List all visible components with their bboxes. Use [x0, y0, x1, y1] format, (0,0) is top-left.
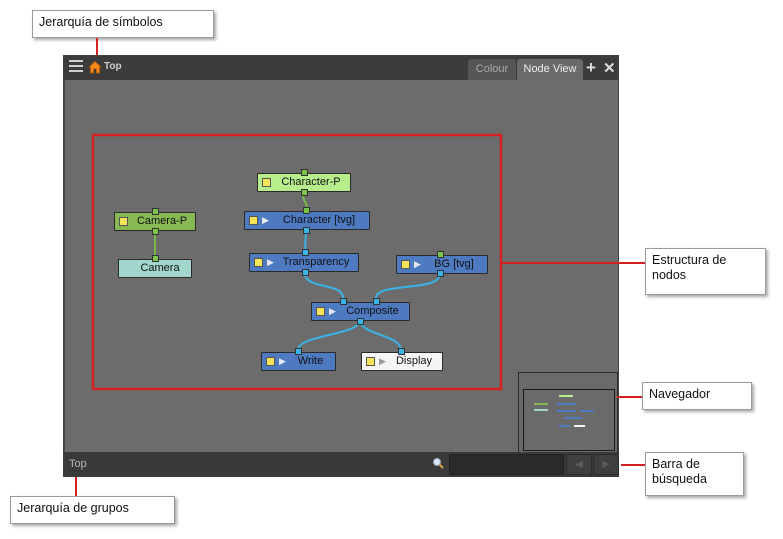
node-display[interactable]: ▶ Display: [361, 348, 443, 371]
node-label: Transparency: [282, 256, 350, 268]
enable-toggle[interactable]: [316, 307, 325, 316]
navigator-viewport[interactable]: [523, 389, 615, 451]
input-port-1[interactable]: [340, 298, 347, 305]
search-bar-label-1: Barra de: [652, 457, 700, 471]
input-port[interactable]: [398, 348, 405, 355]
node-composite[interactable]: ▶ Composite: [311, 298, 410, 325]
tab-colour[interactable]: Colour: [468, 59, 516, 80]
play-arrow-icon[interactable]: ▶: [414, 259, 421, 269]
output-port[interactable]: [301, 189, 308, 196]
navigator-callout: Navegador: [642, 382, 752, 410]
input-port[interactable]: [437, 251, 444, 258]
search-bar-callout: Barra de búsqueda: [645, 452, 744, 496]
node-character[interactable]: ▶ Character [tvg]: [244, 207, 370, 234]
input-port[interactable]: [302, 249, 309, 256]
node-label: Camera-P: [136, 215, 188, 227]
input-port-2[interactable]: [373, 298, 380, 305]
group-hierarchy-callout: Jerarquía de grupos: [10, 496, 175, 524]
group-hierarchy-label: Jerarquía de grupos: [17, 501, 129, 515]
node-label: Composite: [346, 305, 399, 317]
play-arrow-icon[interactable]: ▶: [379, 356, 386, 366]
enable-toggle[interactable]: [401, 260, 410, 269]
play-arrow-icon[interactable]: ▶: [262, 215, 269, 225]
node-label: Write: [297, 355, 324, 367]
next-arrow-icon[interactable]: ▶: [593, 454, 619, 475]
enable-toggle[interactable]: [254, 258, 263, 267]
node-structure-callout: Estructura de nodos: [645, 248, 766, 295]
group-breadcrumb[interactable]: Top: [69, 458, 87, 470]
enable-toggle[interactable]: [366, 357, 375, 366]
search-bar-label-2: búsqueda: [652, 472, 707, 486]
input-port[interactable]: [303, 207, 310, 214]
node-structure-label-1: Estructura de: [652, 253, 727, 267]
node-bg[interactable]: ▶ BG [tvg]: [396, 251, 488, 277]
output-port[interactable]: [357, 318, 364, 325]
node-label: Display: [395, 355, 433, 367]
input-port[interactable]: [152, 255, 159, 262]
node-character-p[interactable]: Character-P: [257, 169, 351, 196]
node-camera-p[interactable]: Camera-P: [114, 208, 196, 235]
input-port[interactable]: [152, 208, 159, 215]
menu-icon[interactable]: [69, 60, 83, 74]
output-port[interactable]: [303, 227, 310, 234]
node-camera[interactable]: Camera: [118, 255, 192, 278]
play-arrow-icon[interactable]: ▶: [329, 306, 336, 316]
search-input[interactable]: [449, 454, 564, 475]
output-port[interactable]: [302, 269, 309, 276]
enable-toggle[interactable]: [262, 178, 271, 187]
add-icon[interactable]: +: [586, 58, 596, 77]
play-arrow-icon[interactable]: ▶: [267, 257, 274, 267]
navigator-label: Navegador: [649, 387, 711, 401]
node-label: Camera: [140, 262, 180, 274]
node-structure-label-2: nodos: [652, 268, 687, 282]
enable-toggle[interactable]: [266, 357, 275, 366]
output-port[interactable]: [152, 228, 159, 235]
node-transparency[interactable]: ▶ Transparency: [249, 249, 359, 276]
status-bar: Top ◀ ▶: [63, 452, 619, 477]
panel-titlebar: Top Colour Node View + ✕: [63, 55, 619, 80]
node-label: BG [tvg]: [434, 258, 474, 270]
node-label: Character [tvg]: [282, 214, 356, 226]
navigator-thumbnail: [534, 395, 594, 427]
prev-arrow-icon[interactable]: ◀: [566, 454, 592, 475]
enable-toggle[interactable]: [249, 216, 258, 225]
close-icon[interactable]: ✕: [603, 60, 616, 77]
symbol-hierarchy-callout: Jerarquía de símbolos: [32, 10, 214, 38]
play-arrow-icon[interactable]: ▶: [279, 356, 286, 366]
home-icon[interactable]: [88, 60, 102, 74]
tab-node-view[interactable]: Node View: [517, 59, 583, 80]
node-label: Character-P: [281, 176, 341, 188]
output-port[interactable]: [437, 270, 444, 277]
symbol-hierarchy-label: Jerarquía de símbolos: [39, 15, 163, 29]
node-write[interactable]: ▶ Write: [261, 348, 336, 371]
symbol-breadcrumb[interactable]: Top: [104, 61, 122, 72]
enable-toggle[interactable]: [119, 217, 128, 226]
search-icon: [433, 458, 444, 469]
input-port[interactable]: [295, 348, 302, 355]
input-port[interactable]: [301, 169, 308, 176]
